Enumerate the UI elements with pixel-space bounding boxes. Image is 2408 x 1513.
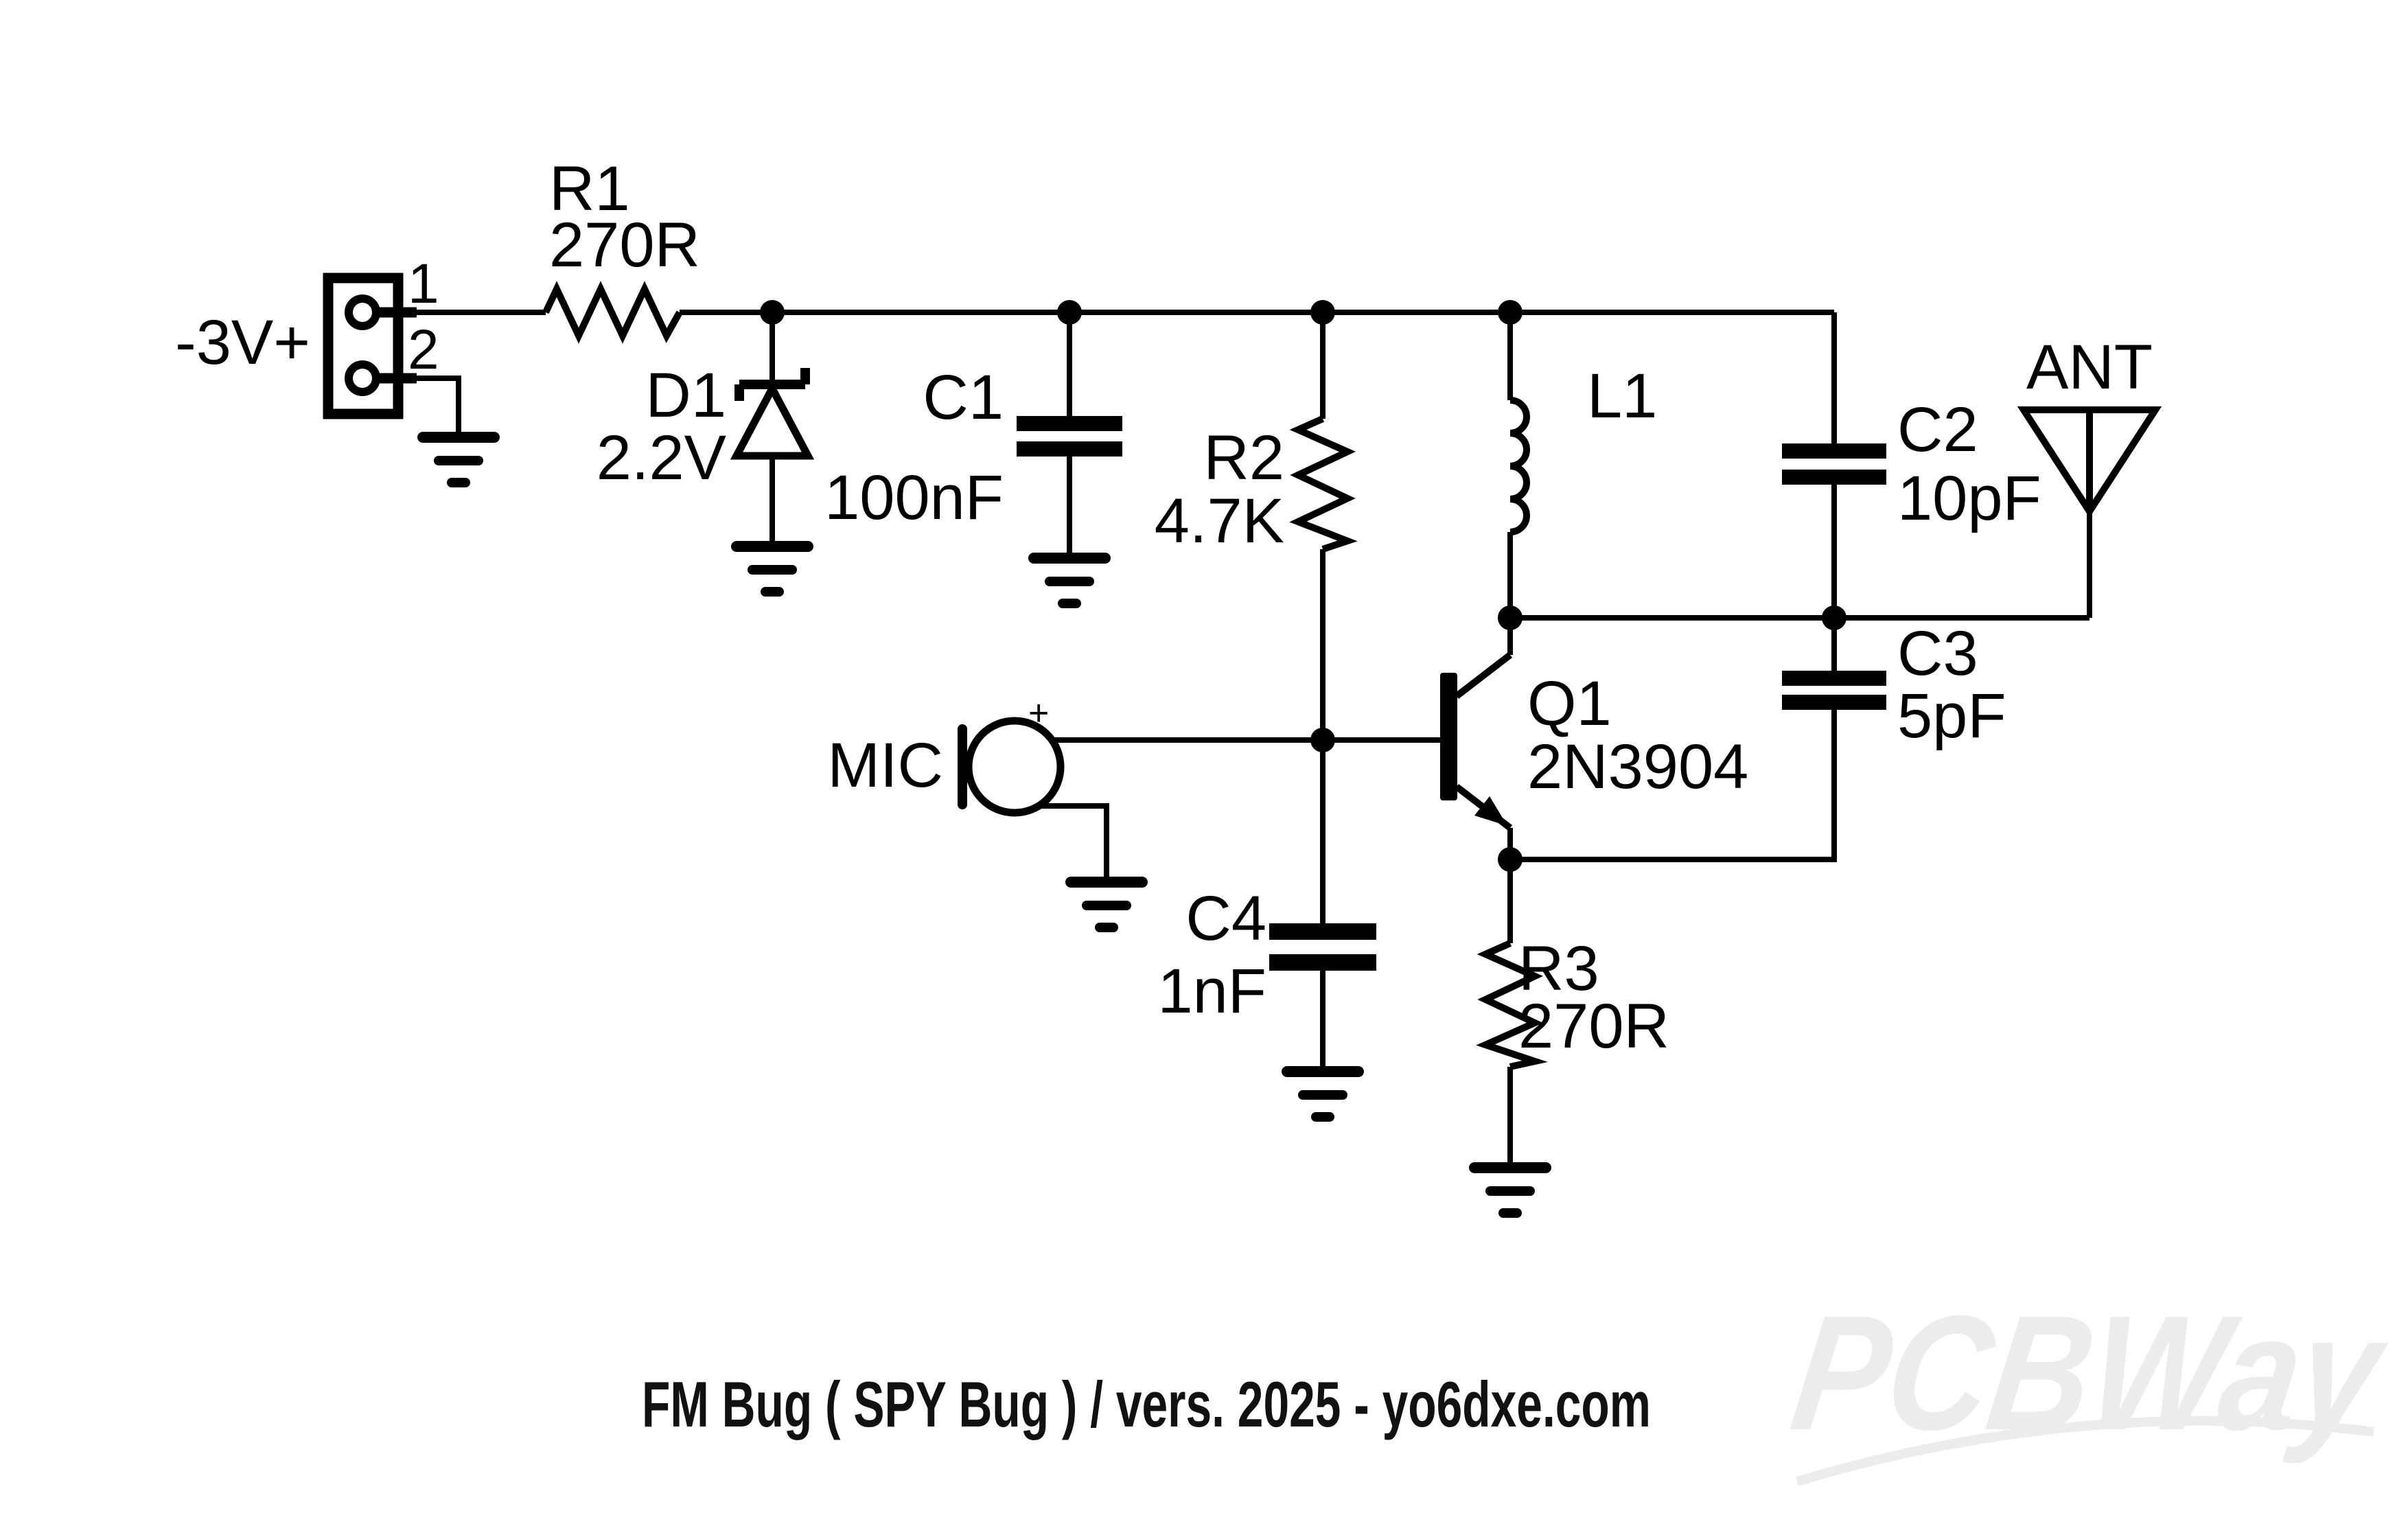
resistor-r3: R3 270R <box>1476 934 1669 1070</box>
mic-capsule-circle <box>964 717 1065 817</box>
l1-ref-label: L1 <box>1587 361 1657 431</box>
c3-ref-label: C3 <box>1897 619 1978 689</box>
ground-d1 <box>737 546 808 592</box>
ant-label: ANT <box>2026 332 2153 402</box>
q1-emitter-arrow <box>1474 796 1507 826</box>
c2-ref-label: C2 <box>1897 395 1978 465</box>
junction-dot <box>760 300 785 325</box>
r2-ref-label: R2 <box>1203 423 1284 493</box>
capacitor-c4: C4 1nF <box>1157 883 1376 1026</box>
pcbway-watermark: PCBWay <box>1783 1281 2398 1486</box>
connector-pin1-pad <box>345 294 380 330</box>
d1-ref-label: D1 <box>645 360 726 430</box>
mic-label: MIC <box>827 730 943 800</box>
c4-ref-label: C4 <box>1185 883 1266 954</box>
schematic-caption: FM Bug ( SPY Bug ) / vers. 2025 - yo6dxe… <box>642 1368 1651 1440</box>
r3-value-label: 270R <box>1518 991 1669 1061</box>
q1-ref-label: Q1 <box>1527 669 1612 739</box>
transistor-q1: Q1 2N3904 <box>1440 652 1748 831</box>
ground-r3 <box>1474 1168 1546 1213</box>
r2-value-label: 4.7K <box>1155 486 1284 556</box>
resistor-r1-zigzag <box>542 281 683 344</box>
l1-coil <box>1509 397 1530 535</box>
resistor-r2-zigzag <box>1289 415 1358 553</box>
power-connector-j1: 1 2 -3V+ <box>175 253 439 419</box>
junction-dot <box>1310 728 1335 752</box>
wire-mic-to-ground <box>1041 803 1109 881</box>
power-rail-label: -3V+ <box>175 308 310 378</box>
pin1-number: 1 <box>408 253 439 315</box>
antenna-ant: ANT <box>2017 332 2162 518</box>
ground-symbols <box>423 437 1546 1213</box>
r1-ref-label: R1 <box>549 154 630 224</box>
capacitor-c1: C1 100nF <box>824 362 1122 533</box>
ground-c1 <box>1034 558 1105 603</box>
c4-value-label: 1nF <box>1157 956 1266 1026</box>
q1-value-label: 2N3904 <box>1527 732 1748 802</box>
d1-anode-triangle <box>730 380 815 460</box>
pin2-number: 2 <box>408 319 439 381</box>
microphone-mic: + MIC <box>827 693 1065 817</box>
ground-c4 <box>1287 1072 1358 1117</box>
resistor-r3-zigzag <box>1476 940 1548 1070</box>
resistor-r1: R1 270R <box>542 154 700 344</box>
junction-dot <box>1310 300 1335 325</box>
r1-value-label: 270R <box>549 210 700 280</box>
inductor-l1: L1 <box>1509 361 1657 535</box>
junction-dot <box>1057 300 1082 325</box>
capacitor-c3: C3 5pF <box>1782 619 2006 751</box>
watermark-swoosh <box>1795 1416 2374 1486</box>
q1-collector-line <box>1454 652 1513 699</box>
r3-ref-label: R3 <box>1518 934 1599 1004</box>
junction-dot <box>1822 605 1846 630</box>
resistor-r2: R2 4.7K <box>1155 415 1358 556</box>
c2-value-label: 10pF <box>1897 463 2041 533</box>
c1-value-label: 100nF <box>824 463 1004 533</box>
junction-dot <box>1498 847 1523 872</box>
junction-dot <box>1498 605 1523 630</box>
ground-connector <box>423 437 494 483</box>
ground-mic <box>1071 882 1142 927</box>
capacitor-c2: C2 10pF <box>1782 395 2041 533</box>
wire-pin2-to-ground <box>415 376 461 436</box>
connector-pin2-pad <box>345 360 380 396</box>
c1-ref-label: C1 <box>923 362 1004 432</box>
zener-diode-d1: D1 2.2V <box>597 360 815 493</box>
junction-dot <box>1498 300 1523 325</box>
junction-dots <box>760 300 1846 872</box>
watermark-text: PCBWay <box>1783 1281 2398 1464</box>
mic-plus-label: + <box>1028 693 1049 733</box>
q1-base-bar <box>1440 673 1457 800</box>
wire-c3-to-emitter-node <box>1510 702 1837 862</box>
d1-value-label: 2.2V <box>597 423 726 493</box>
c3-value-label: 5pF <box>1897 681 2006 751</box>
